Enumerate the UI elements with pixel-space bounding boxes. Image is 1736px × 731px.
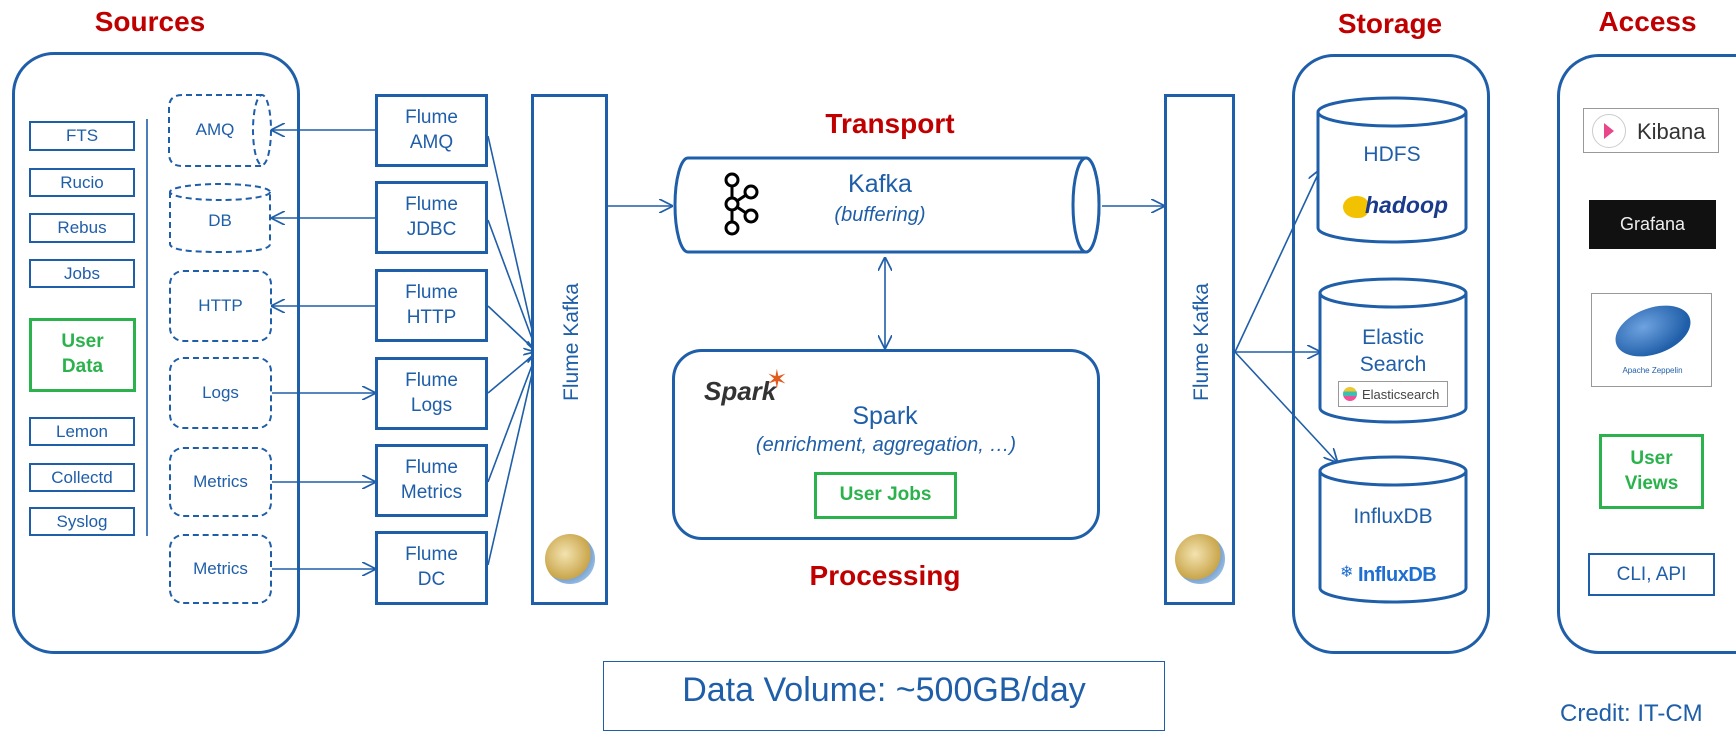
- user-data-box: User Data: [29, 318, 136, 392]
- spark-star-icon: ✶: [766, 364, 788, 394]
- flume-kafka-left-label: Flume Kafka: [560, 283, 583, 401]
- source-collectd: Collectd: [29, 463, 135, 492]
- hadoop-logo-icon: hadoop: [1343, 190, 1449, 226]
- flume-logo-icon: [545, 534, 595, 584]
- zeppelin-logo: Apache Zeppelin: [1591, 293, 1712, 387]
- protocol-metrics: Metrics: [169, 447, 272, 517]
- amq-cylinder: [168, 94, 272, 167]
- storage-title: Storage: [1337, 8, 1443, 39]
- influxdb-label: InfluxDB: [1353, 505, 1433, 528]
- elasticsearch-icon: [1343, 387, 1357, 401]
- hadoop-elephant-icon: [1343, 196, 1369, 218]
- influx-cylinder: [1318, 455, 1468, 604]
- kibana-text: Kibana: [1637, 119, 1706, 144]
- data-volume-box: Data Volume: ~500GB/day: [603, 661, 1165, 731]
- spark-name: Spark: [852, 402, 918, 430]
- influxdb-logo-icon: ❄: [1340, 564, 1354, 581]
- kibana-logo: Kibana: [1583, 108, 1719, 153]
- elasticsearch-logo: Elasticsearch: [1338, 381, 1448, 407]
- flume-kafka-right-label: Flume Kafka: [1190, 283, 1213, 401]
- flume-http: Flume HTTP: [375, 269, 488, 342]
- user-views-box: User Views: [1599, 434, 1704, 509]
- processing-title: Processing: [809, 560, 961, 591]
- hadoop-logo-text: hadoop: [1365, 192, 1449, 218]
- kafka-note: (buffering): [834, 204, 926, 226]
- protocol-http: HTTP: [169, 270, 272, 342]
- sources-panel: [12, 52, 300, 654]
- flume-metrics: Flume Metrics: [375, 444, 488, 517]
- elastic-label: Elastic Search: [1359, 326, 1427, 377]
- access-panel: [1557, 54, 1736, 654]
- flume-amq: Flume AMQ: [375, 94, 488, 167]
- elasticsearch-logo-text: Elasticsearch: [1362, 387, 1440, 402]
- protocol-logs: Logs: [169, 357, 272, 429]
- transport-title: Transport: [825, 108, 955, 139]
- flume-logs: Flume Logs: [375, 357, 488, 430]
- data-volume-text: Data Volume: ~500GB/day: [682, 671, 1086, 709]
- flume-jdbc: Flume JDBC: [375, 181, 488, 254]
- access-title: Access: [1598, 6, 1697, 37]
- source-rebus: Rebus: [29, 213, 135, 243]
- spark-logo-icon: Spark: [704, 376, 777, 406]
- sources-title: Sources: [94, 6, 206, 37]
- flume-right-logo-icon: [1175, 534, 1225, 584]
- source-lemon: Lemon: [29, 417, 135, 446]
- kafka-cylinder: [673, 156, 1101, 254]
- spark-note: (enrichment, aggregation, …): [755, 434, 1017, 456]
- protocol-db: DB: [208, 211, 232, 230]
- source-fts: FTS: [29, 121, 135, 151]
- hdfs-label: HDFS: [1363, 143, 1421, 166]
- db-cylinder: [169, 183, 271, 254]
- credit-text: Credit: IT-CM: [1560, 700, 1703, 727]
- protocol-metrics-dc: Metrics: [169, 534, 272, 604]
- flume-kafka-right: Flume Kafka: [1164, 94, 1235, 605]
- source-rucio: Rucio: [29, 168, 135, 197]
- influxdb-logo-text: InfluxDB: [1358, 564, 1437, 586]
- source-syslog: Syslog: [29, 507, 135, 536]
- storage-panel: [1292, 54, 1490, 654]
- protocol-amq: AMQ: [195, 120, 235, 139]
- kafka-logo-icon: [724, 172, 759, 236]
- cli-api-box: CLI, API: [1588, 553, 1715, 596]
- flume-kafka-left: Flume Kafka: [531, 94, 608, 605]
- hdfs-cylinder: [1316, 96, 1468, 244]
- flume-dc: Flume DC: [375, 531, 488, 605]
- user-jobs-box: User Jobs: [814, 472, 957, 519]
- source-jobs: Jobs: [29, 259, 135, 288]
- grafana-text: Grafana: [1619, 214, 1686, 234]
- kafka-name: Kafka: [848, 170, 912, 198]
- grafana-logo: Grafana: [1589, 200, 1716, 249]
- zeppelin-text: Apache Zeppelin: [1622, 366, 1683, 375]
- kibana-icon: [1592, 114, 1626, 148]
- zeppelin-icon: [1608, 296, 1698, 366]
